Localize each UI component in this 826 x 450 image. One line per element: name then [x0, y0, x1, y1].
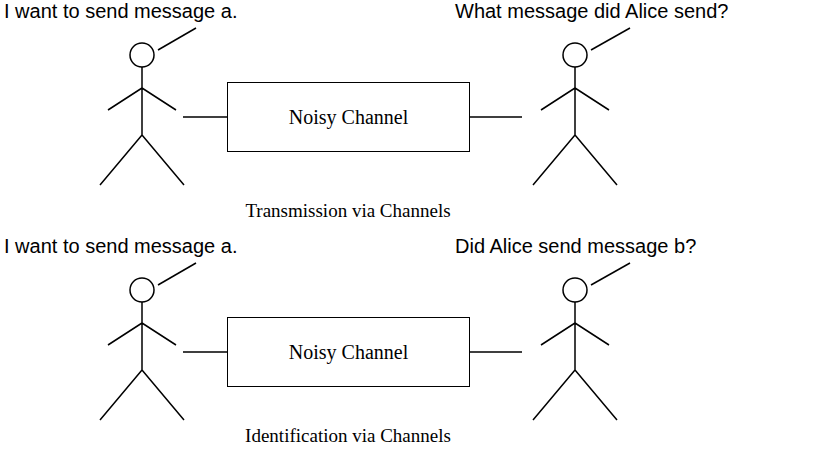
alice-head — [130, 43, 154, 67]
channel-box: Noisy Channel — [227, 317, 470, 387]
speech-leader — [158, 263, 196, 285]
channel-label: Noisy Channel — [289, 341, 408, 364]
bob-body — [533, 67, 617, 185]
row-transmission — [100, 28, 630, 185]
speech-leader — [591, 28, 630, 50]
diagram-caption: Identification via Channels — [245, 424, 451, 447]
speech-text: I want to send message a. — [4, 235, 237, 258]
channel-box: Noisy Channel — [227, 82, 470, 152]
bob-head — [563, 278, 587, 302]
row-identification — [100, 263, 630, 420]
bob-head — [563, 43, 587, 67]
alice-body — [100, 67, 184, 185]
channel-label: Noisy Channel — [289, 106, 408, 129]
speech-text: What message did Alice send? — [455, 0, 729, 23]
speech-text: Did Alice send message b? — [455, 235, 696, 258]
bob-body — [533, 302, 617, 420]
diagram-caption: Transmission via Channels — [245, 199, 450, 222]
alice-body — [100, 302, 184, 420]
speech-leader — [591, 263, 630, 285]
speech-text: I want to send message a. — [4, 0, 237, 23]
speech-leader — [158, 28, 196, 50]
alice-head — [130, 278, 154, 302]
